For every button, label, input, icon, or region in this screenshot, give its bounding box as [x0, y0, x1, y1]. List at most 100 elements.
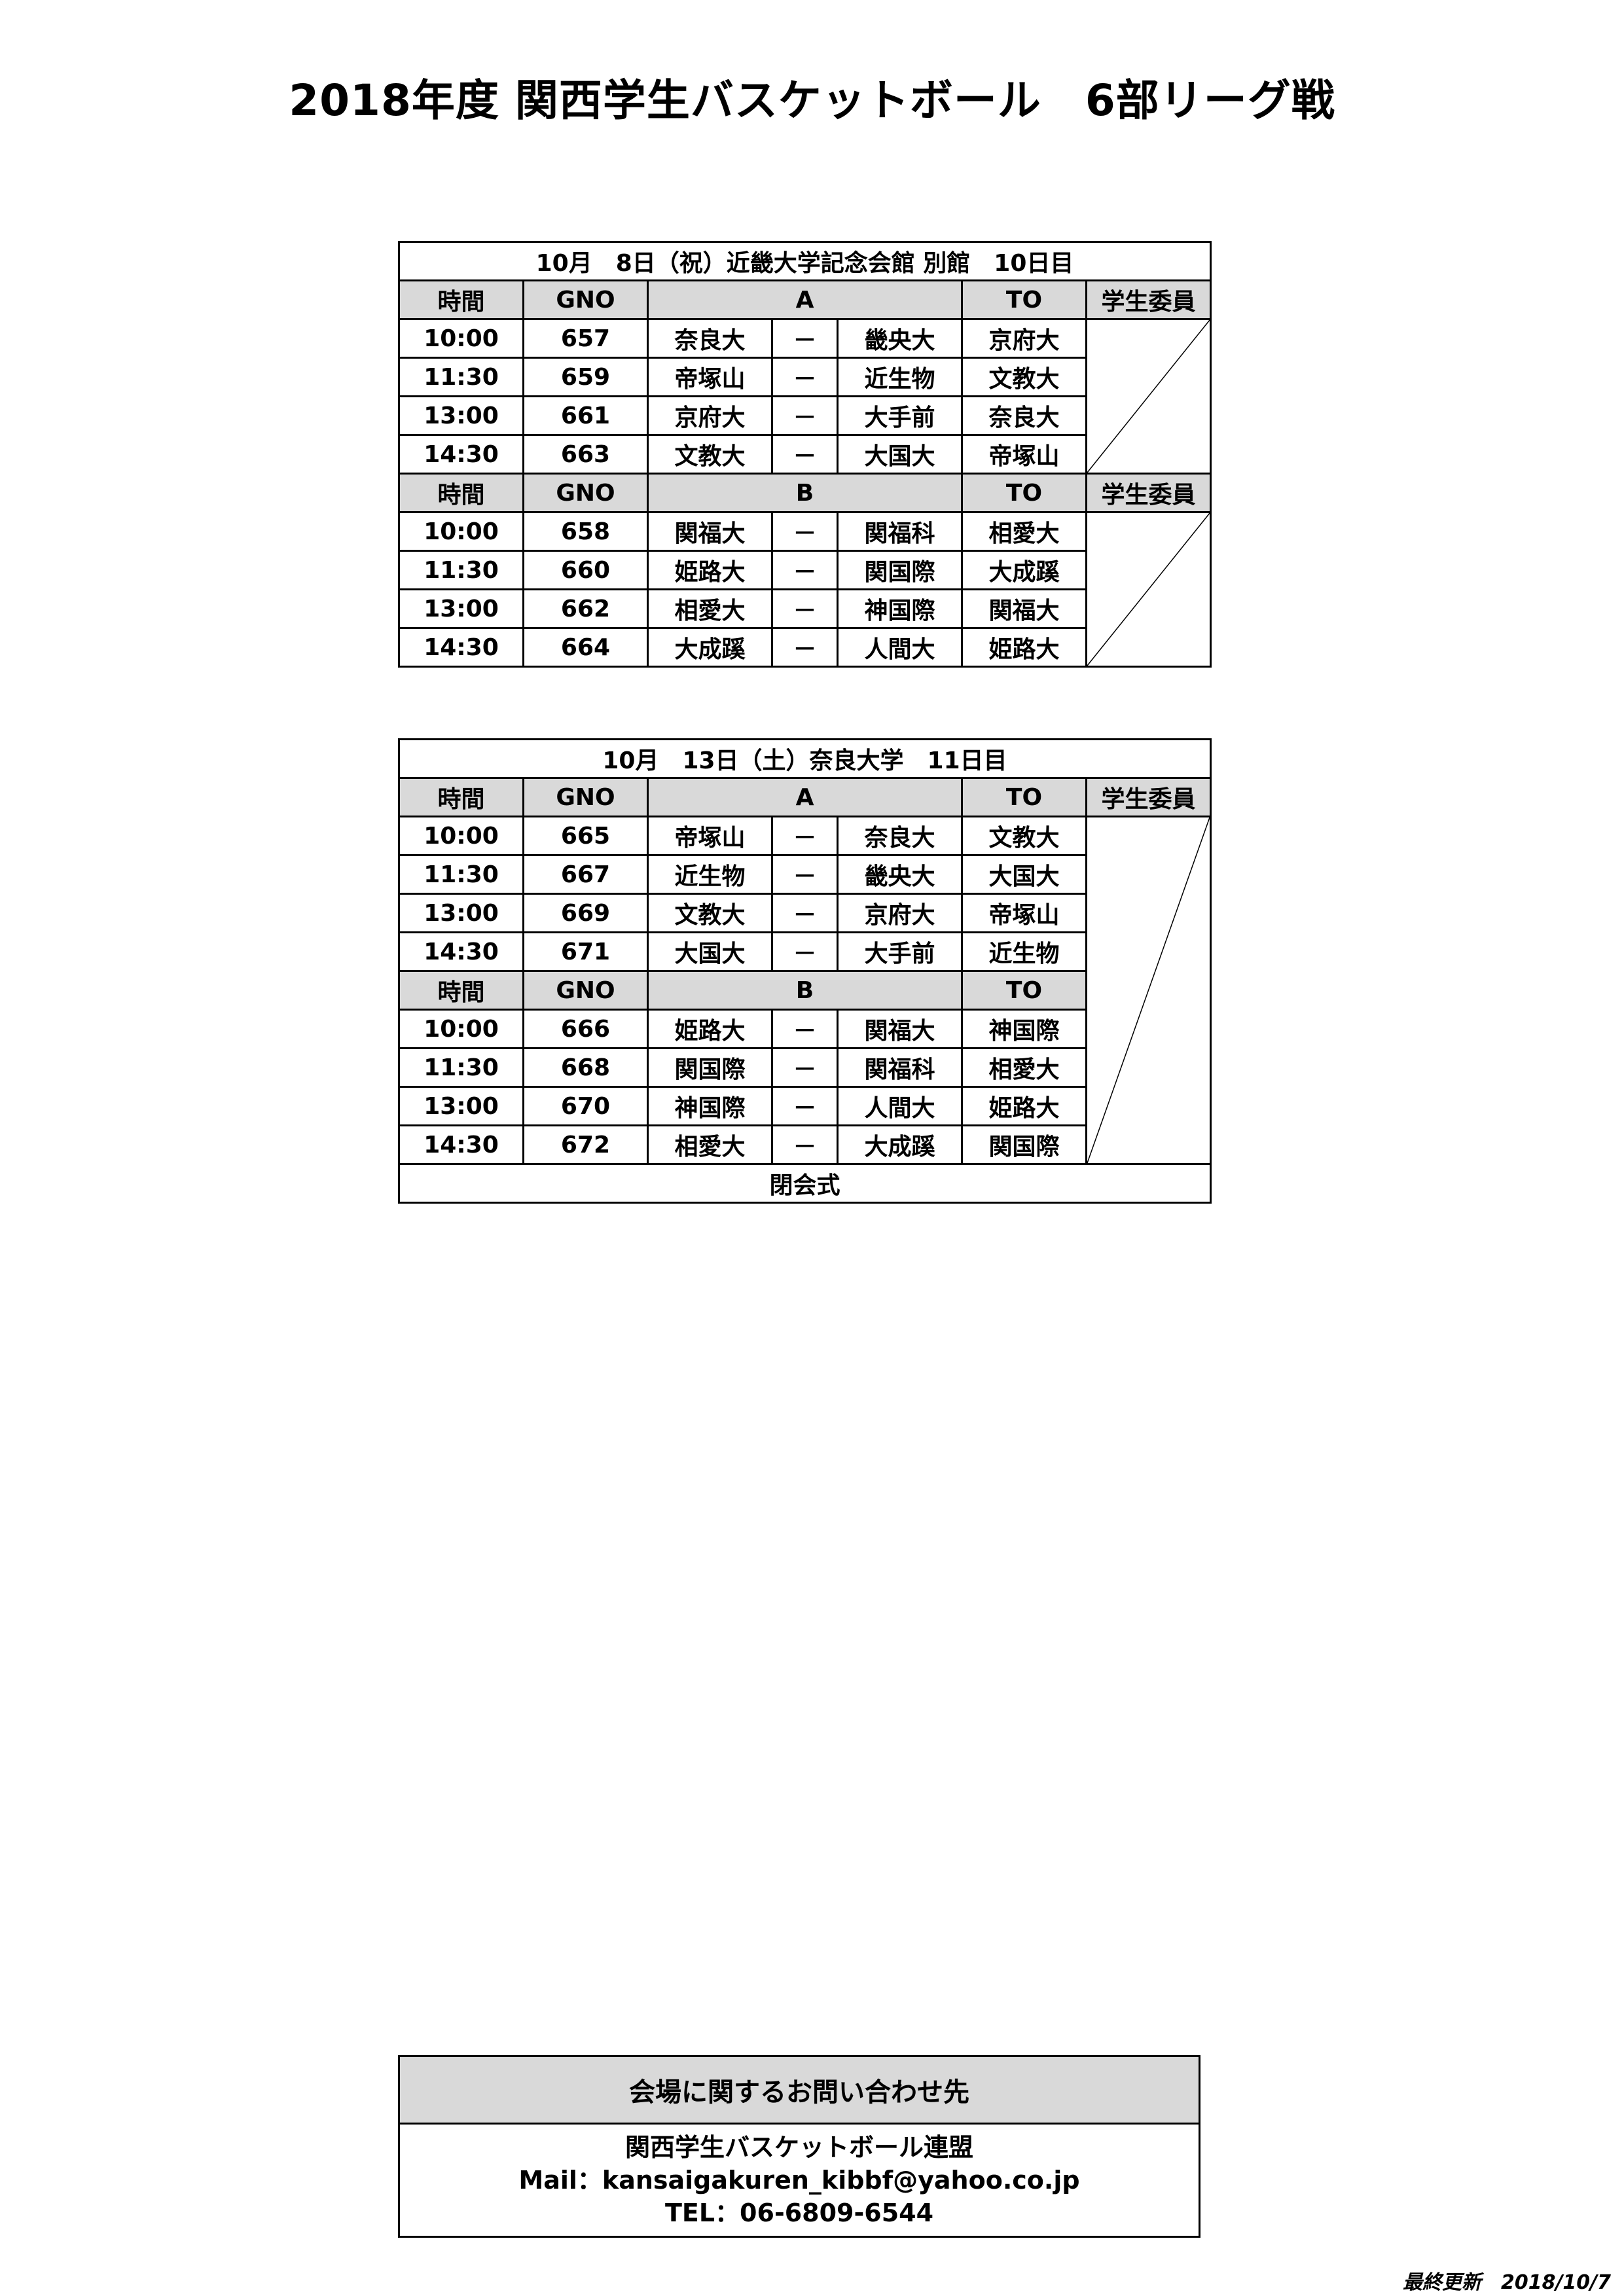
diagonal-line — [1087, 817, 1210, 1163]
time-cell: 10:00 — [398, 318, 524, 359]
gno-cell: 663 — [522, 434, 649, 475]
time-cell: 11:30 — [398, 550, 524, 590]
vs-separator: － — [771, 395, 839, 436]
col-court: A — [647, 777, 963, 817]
col-staff: 学生委員 — [1085, 279, 1212, 320]
vs-separator: － — [771, 318, 839, 359]
time-cell: 14:30 — [398, 434, 524, 475]
time-cell: 13:00 — [398, 893, 524, 933]
vs-separator: － — [771, 511, 839, 552]
to-team: 京府大 — [961, 318, 1087, 359]
gno-cell: 667 — [522, 854, 649, 895]
table-row: 13:00 662 相愛大 － 神国際 関福大 — [398, 588, 1211, 629]
vs-separator: － — [771, 1009, 839, 1049]
to-team: 神国際 — [961, 1009, 1087, 1049]
away-team: 人間大 — [837, 627, 963, 668]
col-time: 時間 — [398, 777, 524, 817]
away-team: 畿央大 — [837, 854, 963, 895]
home-team: 相愛大 — [647, 588, 773, 629]
to-team: 相愛大 — [961, 1047, 1087, 1088]
col-gno: GNO — [522, 279, 649, 320]
home-team: 大国大 — [647, 931, 773, 972]
away-team: 近生物 — [837, 357, 963, 397]
home-team: 帝塚山 — [647, 816, 773, 856]
time-cell: 11:30 — [398, 854, 524, 895]
gno-cell: 668 — [522, 1047, 649, 1088]
gno-cell: 664 — [522, 627, 649, 668]
away-team: 奈良大 — [837, 816, 963, 856]
home-team: 神国際 — [647, 1086, 773, 1126]
to-team: 近生物 — [961, 931, 1087, 972]
staff-blank — [1085, 816, 1212, 1165]
time-cell: 13:00 — [398, 588, 524, 629]
to-team: 関福大 — [961, 588, 1087, 629]
away-team: 大手前 — [837, 931, 963, 972]
home-team: 関国際 — [647, 1047, 773, 1088]
gno-cell: 660 — [522, 550, 649, 590]
table-row: 14:30 672 相愛大 － 大成蹊 関国際 — [398, 1124, 1211, 1165]
home-team: 文教大 — [647, 893, 773, 933]
schedule-day2: 10月 13日（土）奈良大学 11日目 時間 GNO A TO 学生委員 10:… — [398, 738, 1212, 1204]
time-cell: 10:00 — [398, 816, 524, 856]
to-team: 相愛大 — [961, 511, 1087, 552]
table-row: 11:30 660 姫路大 － 関国際 大成蹊 — [398, 550, 1211, 590]
time-cell: 10:00 — [398, 511, 524, 552]
away-team: 畿央大 — [837, 318, 963, 359]
table-row: 11:30 667 近生物 － 畿央大 大国大 — [398, 854, 1211, 895]
updated-label: 最終更新 — [1402, 2271, 1481, 2294]
table-row: 11:30 668 関国際 － 関福科 相愛大 — [398, 1047, 1211, 1088]
time-cell: 13:00 — [398, 395, 524, 436]
table-row: 13:00 670 神国際 － 人間大 姫路大 — [398, 1086, 1211, 1126]
col-staff: 学生委員 — [1085, 777, 1212, 817]
col-gno: GNO — [522, 473, 649, 513]
to-team: 大国大 — [961, 854, 1087, 895]
vs-separator: － — [771, 893, 839, 933]
vs-separator: － — [771, 1086, 839, 1126]
col-to: TO — [961, 970, 1087, 1011]
page-title: 2018年度 関西学生バスケットボール 6部リーグ戦 — [289, 75, 1335, 126]
col-gno: GNO — [522, 970, 649, 1011]
gno-cell: 662 — [522, 588, 649, 629]
closing-ceremony: 閉会式 — [398, 1163, 1212, 1204]
col-to: TO — [961, 279, 1087, 320]
time-cell: 14:30 — [398, 1124, 524, 1165]
to-team: 文教大 — [961, 357, 1087, 397]
vs-separator: － — [771, 816, 839, 856]
contact-heading: 会場に関するお問い合わせ先 — [398, 2055, 1200, 2125]
time-cell: 14:30 — [398, 931, 524, 972]
vs-separator: － — [771, 854, 839, 895]
col-to: TO — [961, 473, 1087, 513]
contact-mail: Mail：kansaigakuren_kibbf@yahoo.co.jp — [518, 2166, 1080, 2195]
gno-cell: 661 — [522, 395, 649, 436]
gno-cell: 658 — [522, 511, 649, 552]
gno-cell: 659 — [522, 357, 649, 397]
away-team: 大手前 — [837, 395, 963, 436]
table-row: 13:00 669 文教大 － 京府大 帝塚山 — [398, 893, 1211, 933]
vs-separator: － — [771, 434, 839, 475]
gno-cell: 669 — [522, 893, 649, 933]
to-team: 大成蹊 — [961, 550, 1087, 590]
col-staff: 学生委員 — [1085, 473, 1212, 513]
home-team: 文教大 — [647, 434, 773, 475]
vs-separator: － — [771, 931, 839, 972]
away-team: 関福大 — [837, 1009, 963, 1049]
col-time: 時間 — [398, 970, 524, 1011]
table-row: 13:00 661 京府大 － 大手前 奈良大 — [398, 395, 1211, 436]
away-team: 人間大 — [837, 1086, 963, 1126]
table-row: 10:00 666 姫路大 － 関福大 神国際 — [398, 1009, 1211, 1049]
col-court: B — [647, 970, 963, 1011]
home-team: 大成蹊 — [647, 627, 773, 668]
diagonal-line — [1087, 513, 1210, 666]
staff-blank — [1085, 318, 1212, 475]
away-team: 大国大 — [837, 434, 963, 475]
table-row: 10:00 658 関福大 － 関福科 相愛大 — [398, 511, 1212, 668]
header-row: 時間 GNO A TO 学生委員 — [398, 777, 1212, 817]
table-row: 14:30 671 大国大 － 大手前 近生物 — [398, 931, 1211, 972]
contact-box: 会場に関するお問い合わせ先 関西学生バスケットボール連盟 Mail：kansai… — [398, 2055, 1200, 2238]
to-team: 帝塚山 — [961, 893, 1087, 933]
away-team: 大成蹊 — [837, 1124, 963, 1165]
away-team: 京府大 — [837, 893, 963, 933]
vs-separator: － — [771, 1124, 839, 1165]
time-cell: 14:30 — [398, 627, 524, 668]
to-team: 帝塚山 — [961, 434, 1087, 475]
